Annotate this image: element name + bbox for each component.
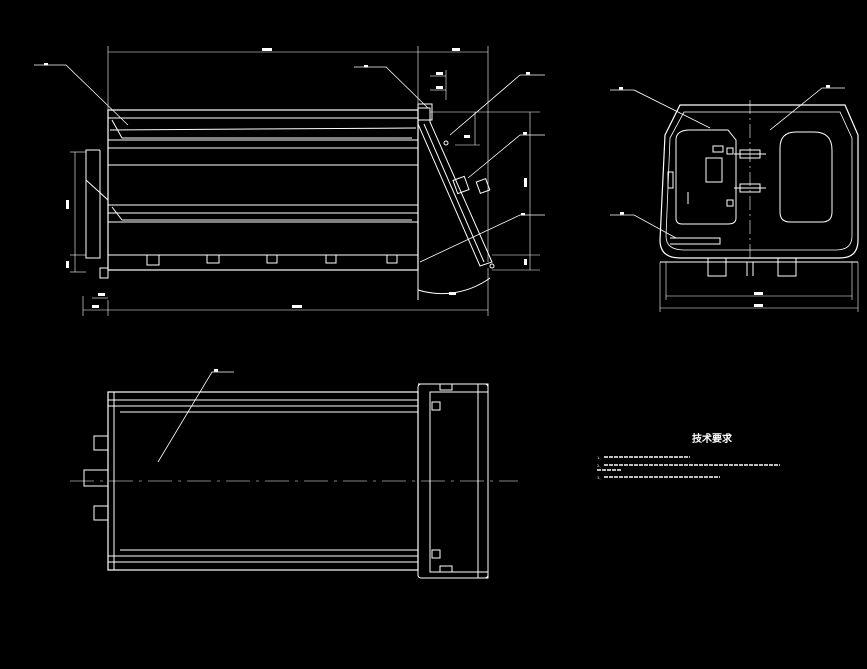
top-view (70, 369, 518, 579)
tech-note-2: 2、 (597, 464, 603, 468)
tech-requirements-title: 技术要求 (692, 432, 733, 445)
end-view (610, 85, 859, 312)
side-view (34, 46, 545, 316)
tech-note-3: 3、 (597, 476, 603, 480)
tech-note-1: 1、 (597, 456, 603, 460)
technical-requirements: 技术要求 1、 2、 3、 (597, 432, 780, 480)
